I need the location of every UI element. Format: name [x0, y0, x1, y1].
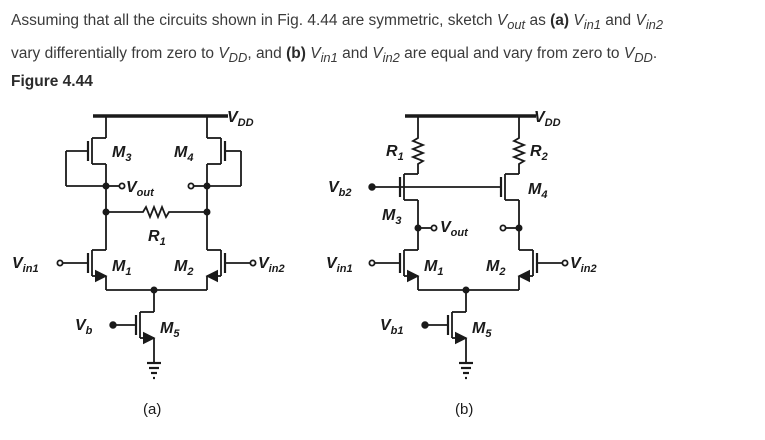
- resistor-r2: [511, 116, 527, 174]
- vout-label: Vout: [440, 219, 469, 239]
- question-part: and: [337, 45, 373, 63]
- r1-label: R1: [148, 228, 166, 248]
- question-part: and: [600, 12, 636, 29]
- transistor-m4: [499, 173, 520, 228]
- m4-label: M4: [174, 144, 193, 164]
- vdd-symbol: VDD: [218, 45, 248, 66]
- resistor-r1: [106, 204, 207, 220]
- part-b-label: (b): [286, 45, 306, 63]
- transistor-m2: [517, 249, 569, 290]
- transistor-m3: [65, 116, 110, 190]
- transistor-m4: [203, 116, 242, 190]
- vout-symbol: Vout: [496, 12, 526, 33]
- caption-a: (a): [143, 401, 161, 418]
- transistor-m1: [368, 249, 420, 290]
- transistor-m2: [205, 249, 257, 290]
- ground-icon: [147, 361, 161, 380]
- m1-label: M1: [112, 258, 131, 278]
- m5-label: M5: [160, 320, 180, 340]
- question-part: vary differentially from zero to: [11, 45, 219, 63]
- resistor-r1: [410, 116, 426, 174]
- vdd-symbol: VDD: [623, 45, 653, 66]
- vin1-symbol: Vin1: [573, 12, 601, 33]
- part-a-label: (a): [550, 12, 570, 29]
- vin1-label: Vin1: [12, 255, 39, 275]
- vin2-symbol: Vin2: [372, 45, 400, 66]
- question-part: are equal and vary from zero to: [399, 45, 624, 63]
- ground-icon: [459, 361, 473, 380]
- circuit-b-labels: VDD R1 R2 Vb2 M4 M3 Vout M1 M2 Vin1 Vin2…: [326, 109, 597, 418]
- transistor-m1: [56, 249, 108, 290]
- circuit-a-labels: VDD M3 M4 Vout R1 M1 M2 Vin1 Vin2 M5 Vb …: [12, 109, 285, 418]
- figure-title: Figure 4.44: [11, 73, 93, 90]
- r2-label: R2: [530, 143, 548, 163]
- vout-label: Vout: [126, 179, 155, 199]
- m3-label: M3: [112, 144, 131, 164]
- question-part: Assuming that all the circuits shown in …: [11, 12, 497, 29]
- question-text: Assuming that all the circuits shown in …: [11, 6, 759, 72]
- r1-label: R1: [386, 143, 404, 163]
- vb2-label: Vb2: [328, 179, 352, 199]
- m4-label: M4: [528, 181, 547, 201]
- vdd-label: VDD: [534, 109, 561, 129]
- transistor-m5: [109, 311, 156, 362]
- question-part: .: [652, 45, 658, 63]
- vb-label: Vb: [75, 317, 93, 337]
- transistor-m5: [421, 311, 468, 362]
- vb1-label: Vb1: [380, 317, 404, 337]
- question-part: as: [525, 12, 551, 29]
- m2-label: M2: [174, 258, 193, 278]
- m3-label: M3: [382, 207, 401, 227]
- vin1-symbol: Vin1: [310, 45, 338, 66]
- circuit-b: [368, 114, 569, 380]
- m5-label: M5: [472, 320, 492, 340]
- vin2-label: Vin2: [570, 255, 597, 275]
- vin2-symbol: Vin2: [635, 12, 664, 33]
- vin2-label: Vin2: [258, 255, 285, 275]
- question-part: , and: [247, 45, 287, 63]
- m2-label: M2: [486, 258, 505, 278]
- caption-b: (b): [455, 401, 473, 418]
- m1-label: M1: [424, 258, 443, 278]
- vin1-label: Vin1: [326, 255, 353, 275]
- circuit-a: [56, 114, 257, 380]
- vdd-label: VDD: [227, 109, 254, 129]
